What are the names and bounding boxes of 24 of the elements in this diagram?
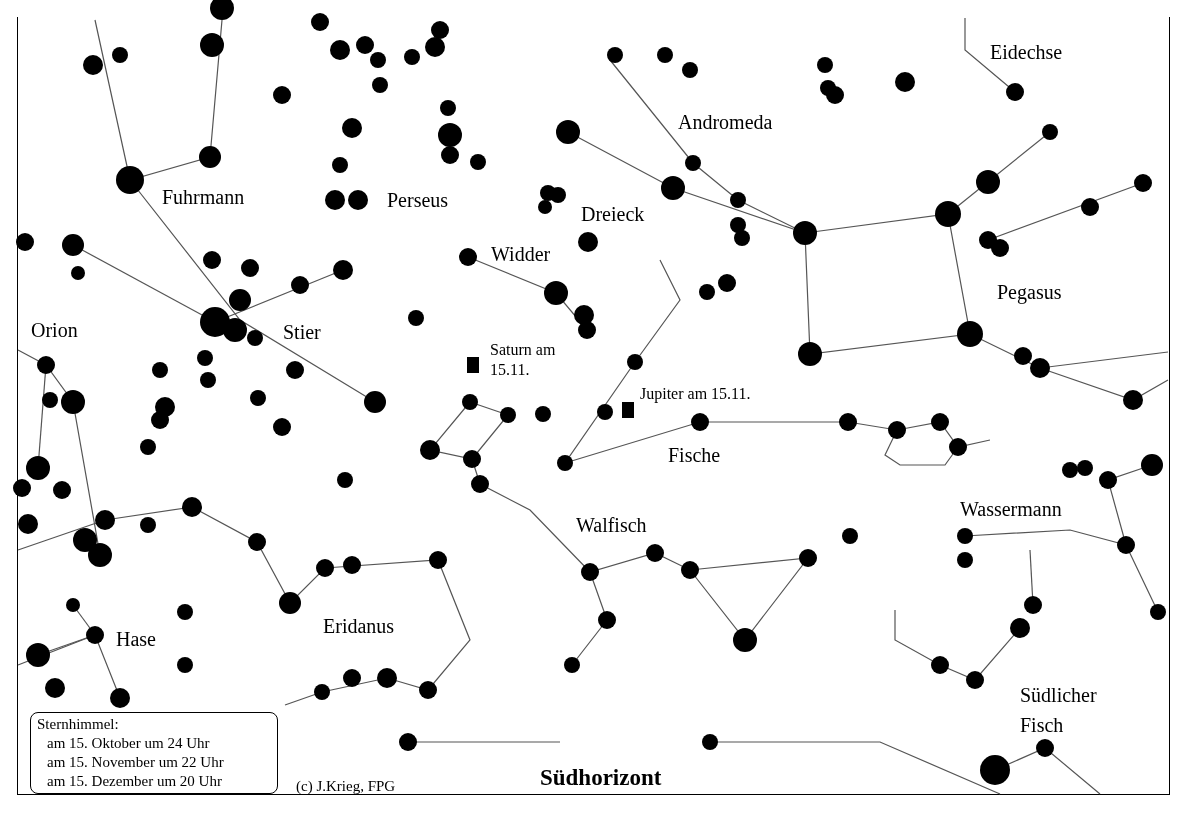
constellation-label: Südlicher Fisch [1020,683,1098,738]
constellation-label: Hase [116,627,156,651]
credit-text: (c) J.Krieg, FPG [296,777,396,795]
constellation-label: Pegasus [997,280,1062,304]
constellation-label: Orion [31,318,78,342]
date-time-text: am 15. November um 22 Uhr [46,753,225,772]
constellation-label: Walfisch [576,513,647,537]
constellation-label: Eridanus [323,614,395,638]
date-time-text: am 15. Oktober um 24 Uhr [46,734,211,753]
constellation-label: Wassermann [960,497,1062,521]
info-box [30,712,278,794]
info-heading: Sternhimmel: [37,715,120,734]
constellation-label: Fuhrmann [162,185,245,209]
constellation-label: Dreieck [581,202,645,226]
constellation-label: Widder [491,242,551,266]
planet-label: Jupiter am 15.11. [640,384,751,404]
date-time-text: am 15. Dezember um 20 Uhr [46,772,223,791]
constellation-label: Stier [283,320,321,344]
constellation-label: Eidechse [990,40,1063,64]
horizon-label: Südhorizont [540,766,662,790]
constellation-label: Andromeda [678,110,773,134]
constellation-label: Perseus [387,188,449,212]
constellation-label: Fische [668,443,721,467]
planet-label: Saturn am 15.11. [490,340,557,380]
